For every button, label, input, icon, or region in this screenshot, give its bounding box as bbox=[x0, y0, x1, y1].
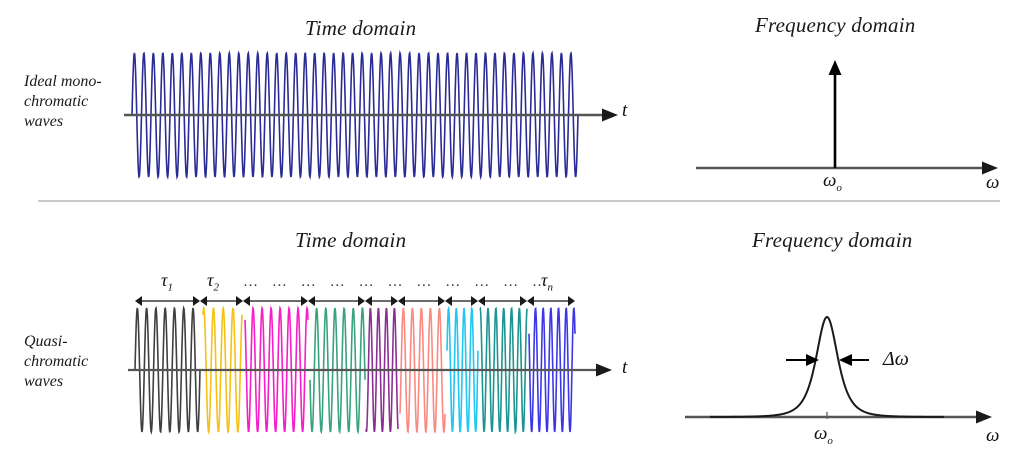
wavetrain-segment-9 bbox=[528, 307, 576, 433]
top-time-axis-label: t bbox=[622, 100, 628, 121]
tau-interval-right-arrowhead-2 bbox=[236, 296, 243, 306]
tau-interval-left-arrowhead-8 bbox=[478, 296, 485, 306]
tau-interval-right-arrowhead-8 bbox=[520, 296, 527, 306]
bottom-row-label-line-3: waves bbox=[24, 373, 64, 390]
panel-divider bbox=[38, 200, 1000, 202]
bottom-time-domain-plot bbox=[0, 300, 650, 440]
bottom-omega-axis-label: ω bbox=[986, 425, 1000, 446]
wavetrain-segment-5 bbox=[365, 307, 399, 433]
tau-interval-left-arrowhead-1 bbox=[135, 296, 142, 306]
tau-interval-right-arrowhead-5 bbox=[391, 296, 398, 306]
bottom-omega-zero-label: ωo bbox=[814, 423, 833, 447]
top-time-axis-arrowhead bbox=[602, 108, 618, 122]
bottom-frequency-domain-title: Frequency domain bbox=[752, 228, 913, 252]
tau-1-symbol: τ bbox=[161, 270, 168, 290]
tau-interval-left-arrowhead-7 bbox=[445, 296, 452, 306]
top-row-label-line-1: Ideal mono- bbox=[24, 73, 102, 90]
tau-n-label: τn bbox=[541, 270, 553, 294]
delta-spike-arrowhead bbox=[828, 60, 842, 75]
tau-n-symbol: τ bbox=[541, 270, 548, 290]
top-time-domain-plot bbox=[110, 40, 650, 190]
tau-ellipsis-3: … bbox=[300, 274, 317, 290]
bottom-frequency-domain-plot bbox=[680, 300, 1010, 440]
bottom-row-label-line-2: chromatic bbox=[24, 353, 89, 370]
tau-ellipsis-9: … bbox=[474, 274, 491, 290]
top-omega-axis-arrowhead bbox=[982, 161, 998, 175]
wavetrain-segment-3 bbox=[244, 305, 309, 433]
top-row-label-line-2: chromatic bbox=[24, 93, 89, 110]
tau-interval-right-arrowhead-4 bbox=[358, 296, 365, 306]
tau-ellipsis-10: … bbox=[503, 274, 520, 290]
tau-ellipsis-5: … bbox=[358, 274, 375, 290]
bottom-omega-zero-symbol: ω bbox=[814, 423, 828, 444]
delta-omega-right-arrowhead bbox=[839, 354, 852, 366]
tau-interval-right-arrowhead-9 bbox=[568, 296, 575, 306]
top-row-label: Ideal mono- chromatic waves bbox=[24, 72, 102, 132]
tau-ellipsis-6: … bbox=[387, 274, 404, 290]
tau-ellipsis-1: … bbox=[243, 274, 259, 290]
bottom-omega-zero-subscript: o bbox=[827, 434, 833, 447]
bottom-omega-axis-arrowhead bbox=[976, 410, 992, 424]
wavetrain-segment-7 bbox=[446, 305, 479, 433]
tau-ellipsis-4: … bbox=[329, 274, 346, 290]
tau-interval-ruler bbox=[0, 292, 600, 308]
tau-interval-left-arrowhead-5 bbox=[365, 296, 372, 306]
tau-interval-right-arrowhead-7 bbox=[471, 296, 478, 306]
top-omega-axis-label: ω bbox=[986, 172, 1000, 193]
tau-interval-right-arrowhead-6 bbox=[438, 296, 445, 306]
tau-interval-right-arrowhead-1 bbox=[193, 296, 200, 306]
top-row-label-line-3: waves bbox=[24, 113, 64, 130]
tau-interval-left-arrowhead-2 bbox=[200, 296, 207, 306]
wavetrain-segment-4 bbox=[309, 306, 366, 435]
tau-interval-left-arrowhead-4 bbox=[308, 296, 315, 306]
tau-interval-left-arrowhead-6 bbox=[398, 296, 405, 306]
tau-2-symbol: τ bbox=[207, 270, 214, 290]
bottom-time-axis-arrowhead bbox=[596, 363, 612, 377]
bottom-time-axis-label: t bbox=[622, 357, 628, 378]
tau-2-subscript: 2 bbox=[213, 281, 219, 294]
tau-n-subscript: n bbox=[547, 281, 553, 294]
delta-omega-left-arrowhead bbox=[806, 354, 819, 366]
top-frequency-domain-plot bbox=[690, 55, 1010, 185]
tau-ellipsis-7: … bbox=[416, 274, 433, 290]
wavetrain-segment-2 bbox=[202, 305, 243, 435]
tau-2-label: τ2 bbox=[207, 270, 219, 294]
tau-interval-left-arrowhead-3 bbox=[243, 296, 250, 306]
bottom-row-label-line-1: Quasi- bbox=[24, 333, 68, 350]
top-omega-zero-subscript: o bbox=[836, 181, 842, 194]
tau-ellipsis-2: … bbox=[271, 274, 288, 290]
bottom-row-label: Quasi- chromatic waves bbox=[24, 332, 88, 392]
wavetrain-segment-6 bbox=[399, 307, 446, 434]
tau-1-subscript: 1 bbox=[167, 281, 173, 294]
tau-ellipsis-8: … bbox=[445, 274, 462, 290]
top-omega-zero-label: ωo bbox=[823, 170, 842, 194]
tau-1-label: τ1 bbox=[161, 270, 173, 294]
tau-ellipsis-11: … bbox=[532, 274, 548, 290]
delta-omega-label: Δω bbox=[883, 348, 909, 370]
bottom-time-domain-title: Time domain bbox=[295, 228, 407, 252]
wavetrain-segment-8 bbox=[479, 306, 528, 435]
top-frequency-domain-title: Frequency domain bbox=[755, 13, 916, 37]
tau-interval-right-arrowhead-3 bbox=[301, 296, 308, 306]
tau-interval-left-arrowhead-9 bbox=[527, 296, 534, 306]
top-time-domain-title: Time domain bbox=[305, 16, 417, 40]
top-omega-zero-symbol: ω bbox=[823, 170, 837, 191]
spectral-lineshape-curve bbox=[710, 315, 944, 418]
